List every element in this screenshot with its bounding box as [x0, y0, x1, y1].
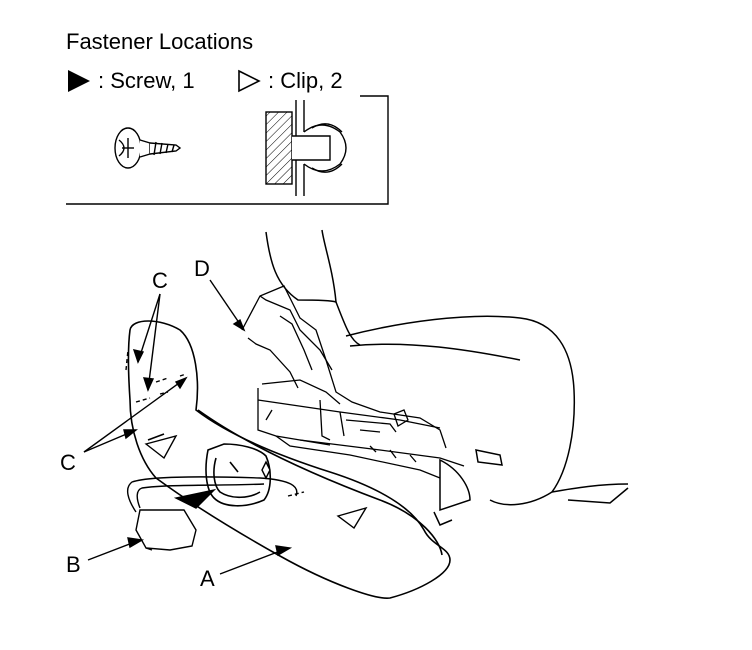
screw-label: : Screw, 1	[98, 68, 195, 93]
arrowhead	[123, 429, 138, 440]
legend-frame	[66, 95, 389, 205]
callout-c-side: C	[60, 450, 76, 475]
leader-c-top-2	[147, 293, 161, 391]
callout-d: D	[194, 256, 210, 281]
arrowhead	[127, 537, 145, 549]
arrowhead	[275, 545, 293, 557]
legend-title: Fastener Locations	[66, 29, 254, 54]
clip-section-icon	[265, 100, 347, 196]
seat-body	[265, 229, 629, 526]
leader-c-side-2	[83, 377, 187, 453]
arrowhead	[132, 349, 145, 364]
arrowhead	[232, 318, 246, 332]
leader-a	[219, 547, 289, 575]
leader-lines	[83, 279, 293, 575]
legend-screw: : Screw, 1	[66, 68, 195, 94]
filled-triangle-icon	[68, 70, 90, 92]
screw-icon	[114, 127, 182, 169]
outline-triangle-icon	[238, 69, 261, 93]
arrowhead	[142, 377, 155, 392]
clip-label: : Clip, 2	[268, 68, 343, 93]
legend-clip: : Clip, 2	[236, 68, 343, 94]
callout-a: A	[200, 566, 215, 591]
seat-mechanism	[241, 285, 465, 479]
outer-cover-a	[127, 320, 451, 599]
leader-c-top-1	[137, 293, 161, 363]
callout-b: B	[66, 552, 81, 577]
cable-knob-b	[126, 460, 298, 551]
callout-c-top: C	[152, 268, 168, 293]
arrowhead	[174, 376, 188, 390]
fastener-marks	[125, 349, 368, 530]
